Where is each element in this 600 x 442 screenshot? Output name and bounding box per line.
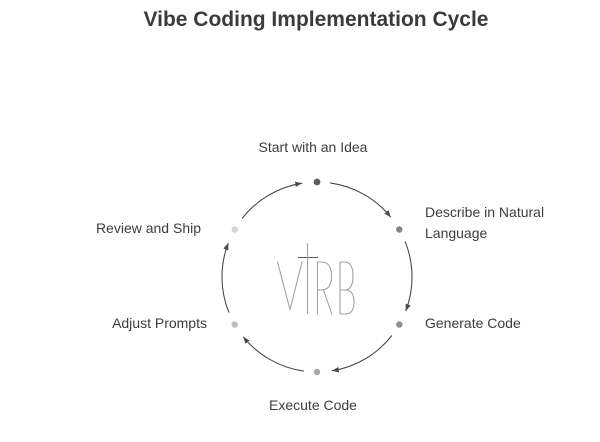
step-label-adjust-prompts: Adjust Prompts [112,315,207,331]
step-label-start-with-an-idea: Start with an Idea [258,139,368,155]
arc-execute-to-adjust [242,336,304,372]
dot-start [313,178,321,186]
step-label-generate-code: Generate Code [425,315,521,331]
logo-letter-b [339,261,355,315]
arc-review-to-start [241,181,303,219]
cycle-arcs [221,181,413,373]
arc-adjust-to-review [221,242,230,313]
step-label-describe-in-natural-language: Describe in Natural Language [425,204,545,241]
dot-review [231,226,238,233]
dot-generate [396,321,403,328]
arc-describe-to-generate [404,241,413,312]
arc-start-to-describe [330,182,392,218]
step-label-execute-code: Execute Code [269,397,357,413]
virb-logo [276,242,355,315]
logo-letter-r [316,261,333,315]
dot-execute [313,368,321,376]
step-label-review-and-ship: Review and Ship [95,220,201,236]
arc-generate-to-execute [331,335,393,373]
dot-adjust [231,321,238,328]
cycle-dots [231,178,403,376]
page-title: Vibe Coding Implementation Cycle [143,8,489,31]
logo-letter-v [276,261,303,311]
dot-describe [396,226,403,233]
